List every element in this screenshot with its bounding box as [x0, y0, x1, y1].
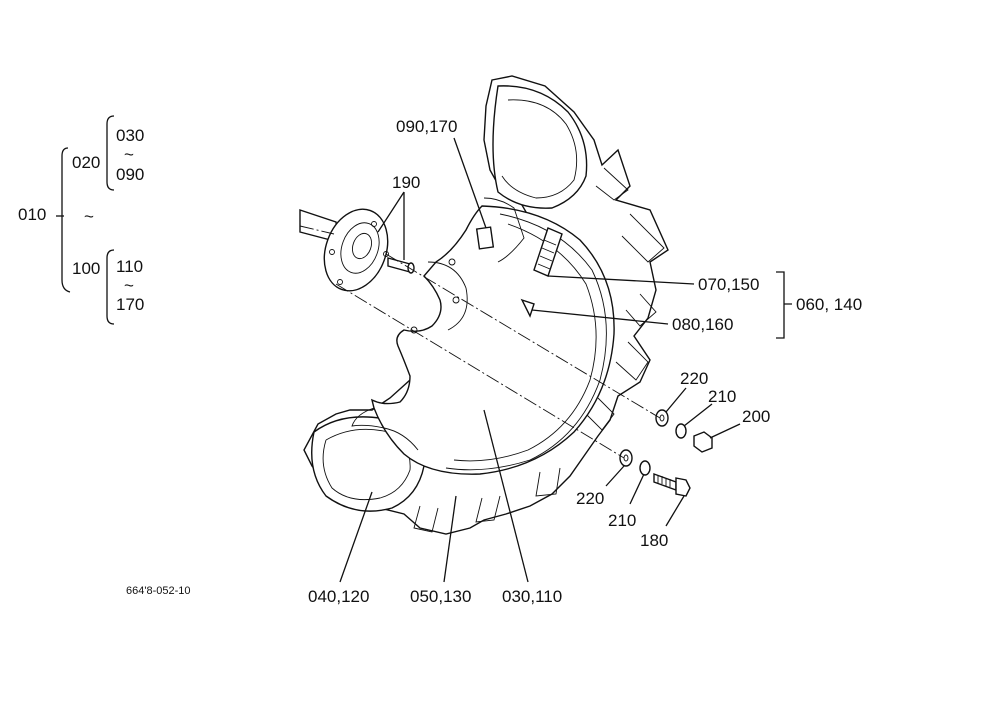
- hub-stud-bolt: [387, 257, 411, 273]
- hub-flange-bore: [351, 232, 373, 260]
- tree-group-1-bracket: [106, 115, 115, 191]
- leader-lock-washer-lower: [629, 473, 645, 505]
- hub-hole-1: [383, 251, 389, 257]
- callout-lock-washer-lower: 210: [608, 511, 636, 530]
- hub-flange-inner: [340, 222, 380, 274]
- washer-upper-part: [655, 409, 669, 427]
- rim-bolt-hole-1: [452, 296, 460, 304]
- center-line-upper: [385, 253, 661, 419]
- callout-tire: 050,130: [410, 587, 471, 606]
- callout-nut: 200: [742, 407, 770, 426]
- hub-hole-4: [329, 249, 335, 255]
- tire-lug-6: [535, 467, 561, 497]
- callout-tube: 040,120: [308, 587, 369, 606]
- tree-group-2-bracket: [106, 249, 115, 325]
- callout-valve-core: 080,160: [672, 315, 733, 334]
- rim-bolt-hole-3: [410, 326, 418, 334]
- tube-inner: [322, 428, 411, 501]
- callout-labels: 090,170 190 070,150 080,160 060, 140 220…: [308, 117, 862, 606]
- lock-washer-upper-part: [675, 423, 687, 439]
- callout-valve-stem: 070,150: [698, 275, 759, 294]
- callout-washer-lower: 220: [576, 489, 604, 508]
- tree-group-2-to: 170: [116, 295, 144, 314]
- leader-hub-bolt: [377, 191, 405, 260]
- leader-washer-upper: [665, 387, 687, 413]
- leader-bolt: [665, 495, 685, 527]
- tree-root-bracket: [61, 147, 71, 293]
- tree-group-1-tilde: ~: [124, 145, 134, 164]
- parts-hierarchy-tree: 010 ~ 020 030 ~ 090 100 110 ~ 170: [18, 115, 144, 325]
- rim-disc: [370, 205, 615, 475]
- tire-lug-2: [621, 213, 665, 263]
- rim-bolt-hole-2: [448, 258, 456, 266]
- rim-disc-edge-1: [445, 213, 607, 471]
- rim-center-bore: [427, 261, 468, 331]
- leader-washer-lower: [605, 465, 625, 487]
- tree-group-1-from: 030: [116, 126, 144, 145]
- rim-right-flange: [483, 197, 525, 263]
- hub-hole-2: [371, 221, 377, 227]
- drawing-code: 664'8-052-10: [126, 585, 191, 597]
- rim-disc-edge-2: [453, 223, 597, 462]
- tire-lug-3: [625, 293, 657, 327]
- callout-bolt: 180: [640, 531, 668, 550]
- tree-root-label: 010: [18, 205, 46, 224]
- rim-left-flange: [351, 407, 419, 451]
- leader-rim: [483, 409, 529, 583]
- tire-lug-8: [413, 505, 439, 533]
- assembly-center-lines: [299, 225, 661, 459]
- callout-valve-group: 060, 140: [796, 295, 862, 314]
- leader-valve-group-bracket: [776, 271, 792, 339]
- hub-hole-3: [337, 279, 343, 285]
- rim-drawing: [351, 197, 615, 475]
- bolt-head: [675, 477, 691, 497]
- leader-tube: [339, 491, 373, 583]
- tree-root-tilde: ~: [84, 207, 94, 226]
- valve-cap-part: [475, 226, 495, 250]
- hub-stud-bolt-head: [407, 262, 415, 274]
- callout-lock-washer-upper: 210: [708, 387, 736, 406]
- tire-upper-cutaway: [492, 85, 588, 209]
- bolt-threads: [657, 475, 671, 487]
- leader-nut: [709, 423, 741, 439]
- washer-lower-part: [619, 449, 633, 467]
- tree-group-2-parent: 100: [72, 259, 100, 278]
- valve-drawing: [475, 226, 563, 318]
- nut-part: [693, 431, 713, 453]
- hub-drawing: [299, 208, 415, 292]
- tire-upper-cutaway-inner: [501, 99, 578, 199]
- tire-lug-4: [615, 341, 649, 381]
- leader-valve-cap: [453, 137, 487, 229]
- leader-valve-core: [531, 309, 669, 325]
- tire-lug-5: [585, 397, 615, 431]
- valve-stem-threads: [537, 239, 557, 270]
- fasteners-drawing: [619, 409, 713, 497]
- leader-tire: [443, 495, 457, 583]
- leader-valve-stem: [547, 275, 695, 285]
- callout-rim: 030,110: [502, 587, 562, 606]
- tree-group-2-from: 110: [116, 257, 143, 276]
- tree-group-1-parent: 020: [72, 153, 100, 172]
- callout-washer-upper: 220: [680, 369, 708, 388]
- bolt-part: [653, 473, 677, 491]
- tire-lug-1: [595, 167, 629, 201]
- center-line-lower: [335, 283, 625, 459]
- tree-group-1-to: 090: [116, 165, 144, 184]
- lock-washer-lower-part: [639, 460, 651, 476]
- tree-group-2-tilde: ~: [124, 276, 134, 295]
- leader-lock-washer-upper: [683, 403, 713, 427]
- hub-flange: [323, 208, 389, 292]
- callout-hub-bolt: 190: [392, 173, 420, 192]
- leader-lines: [339, 137, 792, 583]
- center-line-axle: [299, 225, 335, 235]
- tire-lug-7: [475, 495, 501, 523]
- callout-valve-cap: 090,170: [396, 117, 457, 136]
